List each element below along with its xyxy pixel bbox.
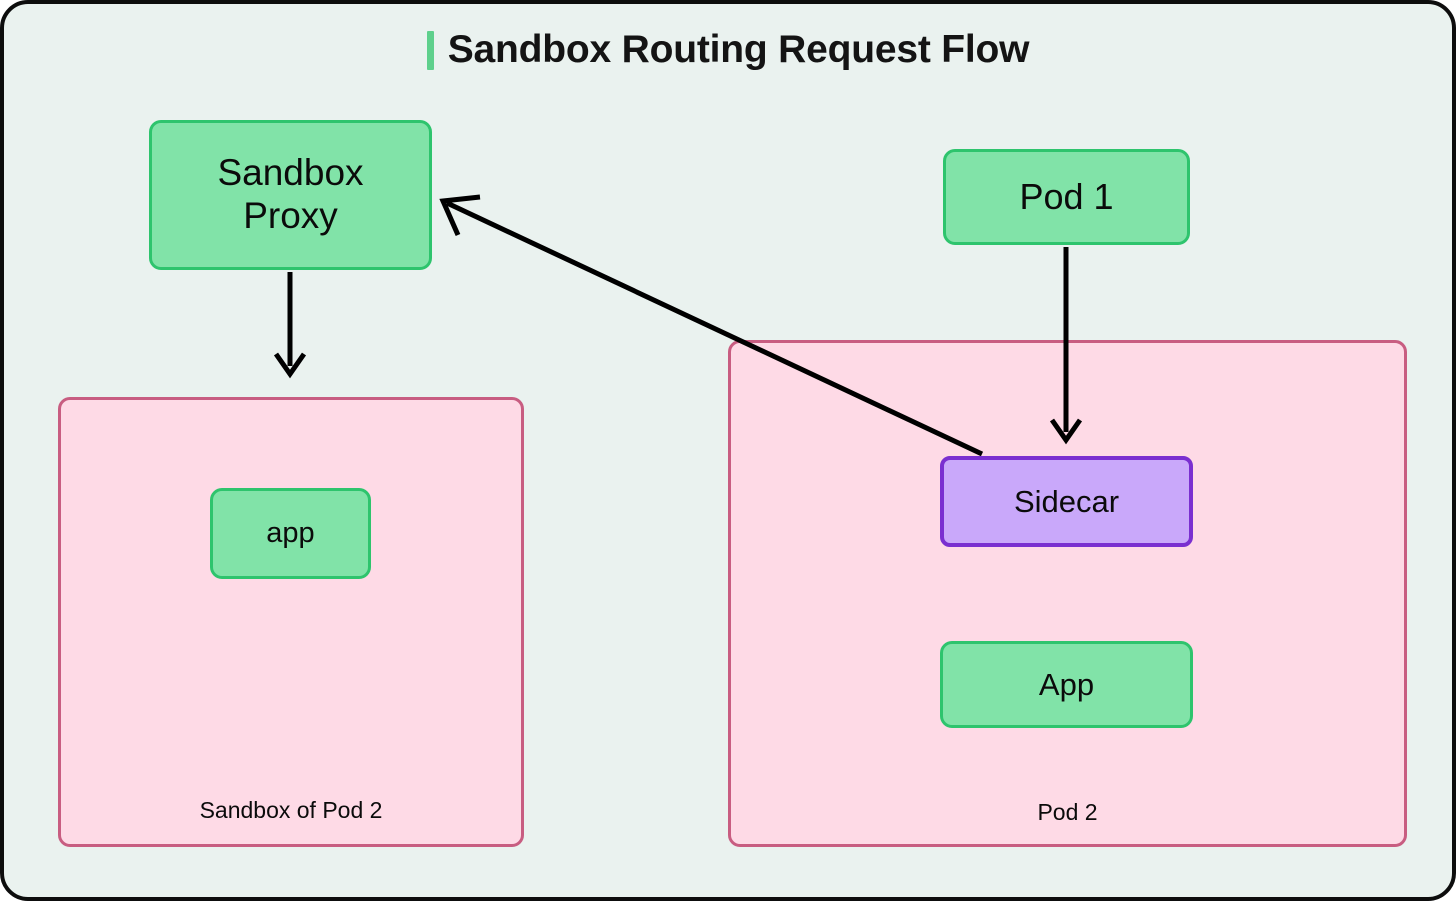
node-app-left[interactable]: app: [210, 488, 371, 579]
title-accent-bar: [426, 30, 434, 70]
node-sidecar[interactable]: Sidecar: [940, 456, 1193, 547]
group-pod2[interactable]: Pod 2: [728, 340, 1407, 847]
node-sidecar-label: Sidecar: [1013, 483, 1120, 519]
group-sandbox-of-pod2[interactable]: Sandbox of Pod 2: [58, 397, 524, 847]
node-app-right[interactable]: App: [940, 641, 1193, 728]
page-title-text: Sandbox Routing Request Flow: [447, 28, 1030, 71]
group-pod2-label: Pod 2: [1037, 799, 1098, 825]
page-title: Sandbox Routing Request Flow: [4, 28, 1452, 72]
node-pod1[interactable]: Pod 1: [943, 149, 1190, 245]
node-sandbox-proxy-label: Sandbox Proxy: [217, 152, 364, 236]
edge-proxy-to-sandbox-app: [273, 272, 307, 379]
node-pod1-label: Pod 1: [1019, 176, 1114, 218]
node-sandbox-proxy[interactable]: Sandbox Proxy: [149, 120, 432, 270]
node-app-right-label: App: [1038, 666, 1095, 702]
group-sandbox-of-pod2-label: Sandbox of Pod 2: [199, 797, 383, 823]
node-app-left-label: app: [266, 516, 315, 549]
